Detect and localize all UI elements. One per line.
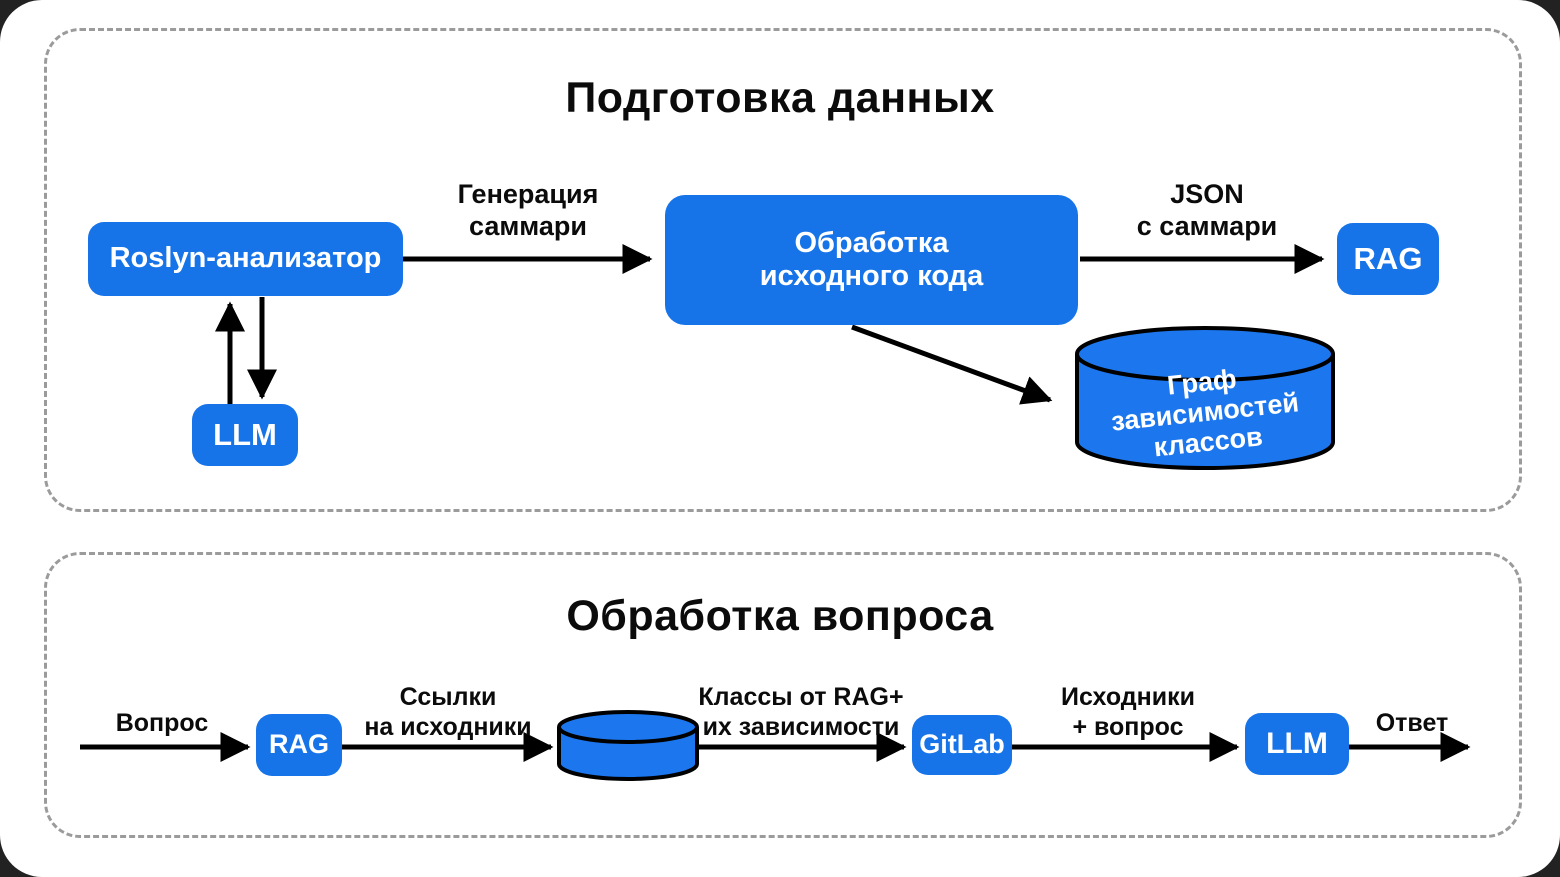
roslyn-analyzer-node: Roslyn-анализатор [88, 222, 403, 296]
edge-label-question: Вопрос [115, 709, 209, 737]
llm-node-qa: LLM [1245, 713, 1349, 775]
question-processing-panel [44, 552, 1522, 838]
question-processing-title: Обработка вопроса [566, 592, 994, 640]
gitlab-node: GitLab [912, 715, 1012, 775]
edge-label-sources-plus-question: Исходники + вопрос [1061, 683, 1195, 741]
edge-label-source-links: Ссылки на исходники [364, 683, 532, 741]
llm-node-prep: LLM [192, 404, 298, 466]
source-code-processing-node: Обработка исходного кода [665, 195, 1078, 325]
edge-label-answer: Ответ [1375, 709, 1449, 737]
data-preparation-title: Подготовка данных [565, 74, 995, 122]
rag-node-qa: RAG [256, 714, 342, 776]
edge-label-classes-from-rag: Классы от RAG+ их зависимости [698, 683, 904, 741]
rag-node-prep: RAG [1337, 223, 1439, 295]
edge-label-summary-generation: Генерация саммари [457, 179, 599, 242]
edge-label-json-summary: JSON с саммари [1136, 179, 1278, 242]
data-preparation-panel [44, 28, 1522, 512]
